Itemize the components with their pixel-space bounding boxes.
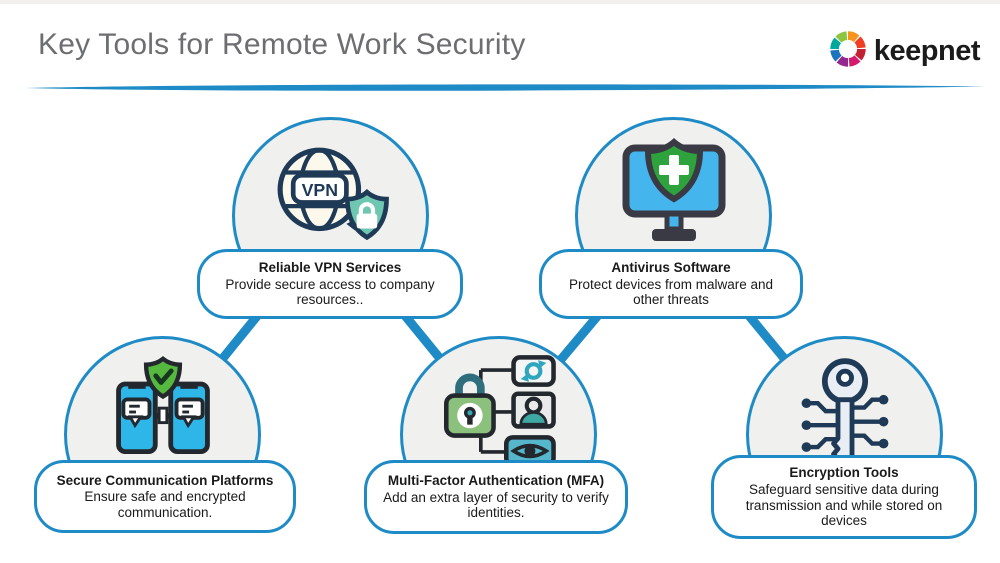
label-card-antivirus: Antivirus Software Protect devices from …: [539, 249, 803, 319]
label-card-mfa: Multi-Factor Authentication (MFA) Add an…: [364, 460, 628, 534]
lock-shield-glyph: [344, 188, 389, 241]
card-title-vpn: Reliable VPN Services: [258, 260, 402, 276]
card-title-secure-communication: Secure Communication Platforms: [56, 472, 274, 488]
check-shield-glyph: [143, 356, 182, 400]
card-desc-encryption: Safeguard sensitive data during transmis…: [745, 482, 943, 529]
page-title: Key Tools for Remote Work Security: [38, 28, 526, 61]
card-title-antivirus: Antivirus Software: [611, 260, 731, 276]
card-title-encryption: Encryption Tools: [789, 465, 899, 481]
keepnet-wordmark: keepnet: [873, 35, 981, 67]
vpn-globe-shield-icon: VPN: [277, 147, 389, 241]
svg-text:VPN: VPN: [301, 180, 337, 200]
card-desc-antivirus: Protect devices from malware and other t…: [568, 276, 774, 308]
keepnet-logo: keepnet: [825, 26, 981, 77]
user-factor-tile: [510, 391, 556, 429]
label-card-vpn: Reliable VPN Services Provide secure acc…: [197, 249, 463, 319]
secure-chat-phones-icon: [115, 356, 210, 455]
keepnet-pinwheel-icon: [825, 26, 871, 77]
card-desc-mfa: Add an extra layer of security to verify…: [383, 489, 609, 521]
antivirus-monitor-shield-icon: [622, 138, 725, 241]
chat-bubble-right: [174, 397, 205, 429]
plus-shield-glyph: [644, 138, 703, 203]
refresh-factor-tile: [510, 355, 556, 387]
card-title-mfa: Multi-Factor Authentication (MFA): [387, 473, 605, 489]
label-card-secure-communication: Secure Communication Platforms Ensure sa…: [34, 460, 296, 533]
label-card-encryption: Encryption Tools Safeguard sensitive dat…: [711, 455, 977, 539]
card-desc-secure-communication: Ensure safe and encrypted communication.: [84, 489, 246, 520]
card-desc-vpn: Provide secure access to company resourc…: [225, 276, 435, 308]
encryption-circuit-key-icon: [801, 358, 888, 469]
header-divider-line: [26, 84, 986, 91]
mfa-lock-factors-icon: [443, 355, 556, 467]
chat-bubble-left: [120, 397, 151, 429]
top-edge-strip: [0, 0, 1000, 4]
